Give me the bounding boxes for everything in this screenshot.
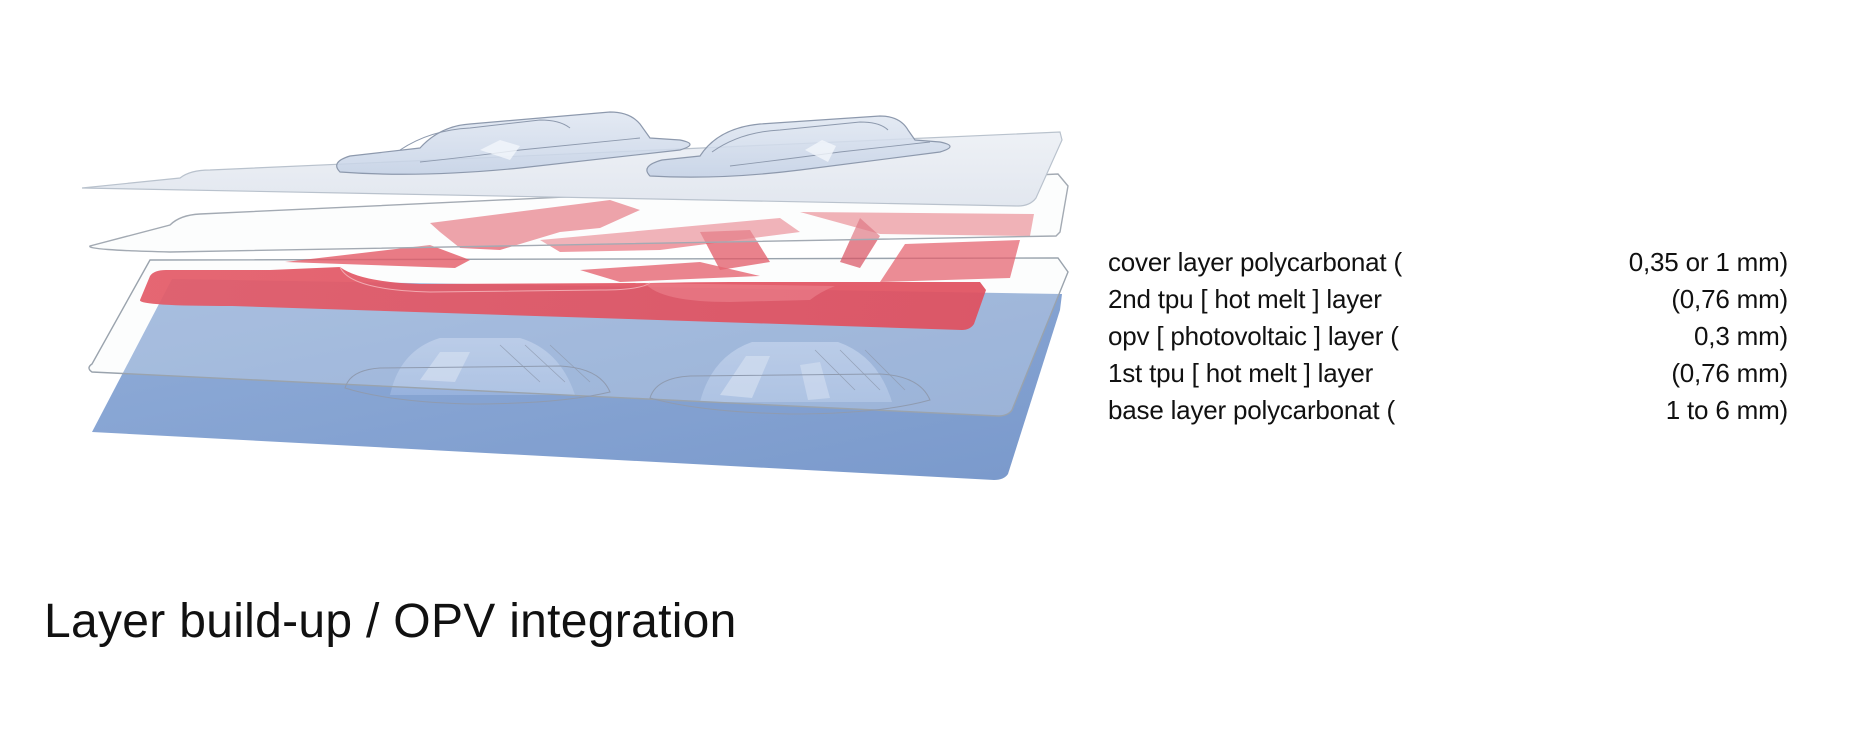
cover-layer-sheet [81, 111, 1063, 207]
layer-legend: cover layer polycarbonat ( 0,35 or 1 mm)… [1108, 244, 1788, 429]
legend-row-opv-layer: opv [ photovoltaic ] layer ( 0,3 mm) [1108, 318, 1788, 355]
legend-row-tpu-layer-2: 2nd tpu [ hot melt ] layer (0,76 mm) [1108, 281, 1788, 318]
legend-row-base-layer: base layer polycarbonat ( 1 to 6 mm) [1108, 392, 1788, 429]
legend-row-tpu-layer-1: 1st tpu [ hot melt ] layer (0,76 mm) [1108, 355, 1788, 392]
layer-thickness: 0,3 mm) [1694, 321, 1788, 351]
layer-thickness: (0,76 mm) [1671, 284, 1788, 314]
layer-name: base layer polycarbonat ( [1108, 395, 1395, 425]
layer-name: 1st tpu [ hot melt ] layer [1108, 358, 1374, 388]
legend-row-cover-layer: cover layer polycarbonat ( 0,35 or 1 mm) [1108, 244, 1788, 281]
layer-name: cover layer polycarbonat ( [1108, 247, 1402, 277]
layer-thickness: 0,35 or 1 mm) [1628, 247, 1788, 277]
layer-name: 2nd tpu [ hot melt ] layer [1108, 284, 1382, 314]
layer-thickness: 1 to 6 mm) [1665, 395, 1788, 425]
layer-thickness: (0,76 mm) [1671, 358, 1788, 388]
opv-layer-sheet [139, 200, 1034, 330]
page-title: Layer build-up / OPV integration [44, 595, 737, 648]
layer-stack-illustration [81, 111, 1069, 480]
layer-name: opv [ photovoltaic ] layer ( [1108, 321, 1399, 351]
